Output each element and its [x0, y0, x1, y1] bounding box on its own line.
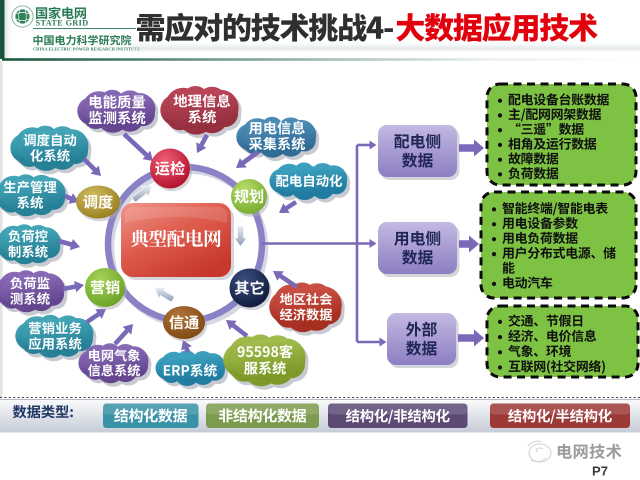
svg-text:STATE GRID: STATE GRID: [36, 19, 89, 28]
svg-text:CHINA ELECTRIC POWER RESEARCH: CHINA ELECTRIC POWER RESEARCH INSTITUTE: [33, 47, 140, 52]
svg-text:P7: P7: [592, 464, 608, 479]
